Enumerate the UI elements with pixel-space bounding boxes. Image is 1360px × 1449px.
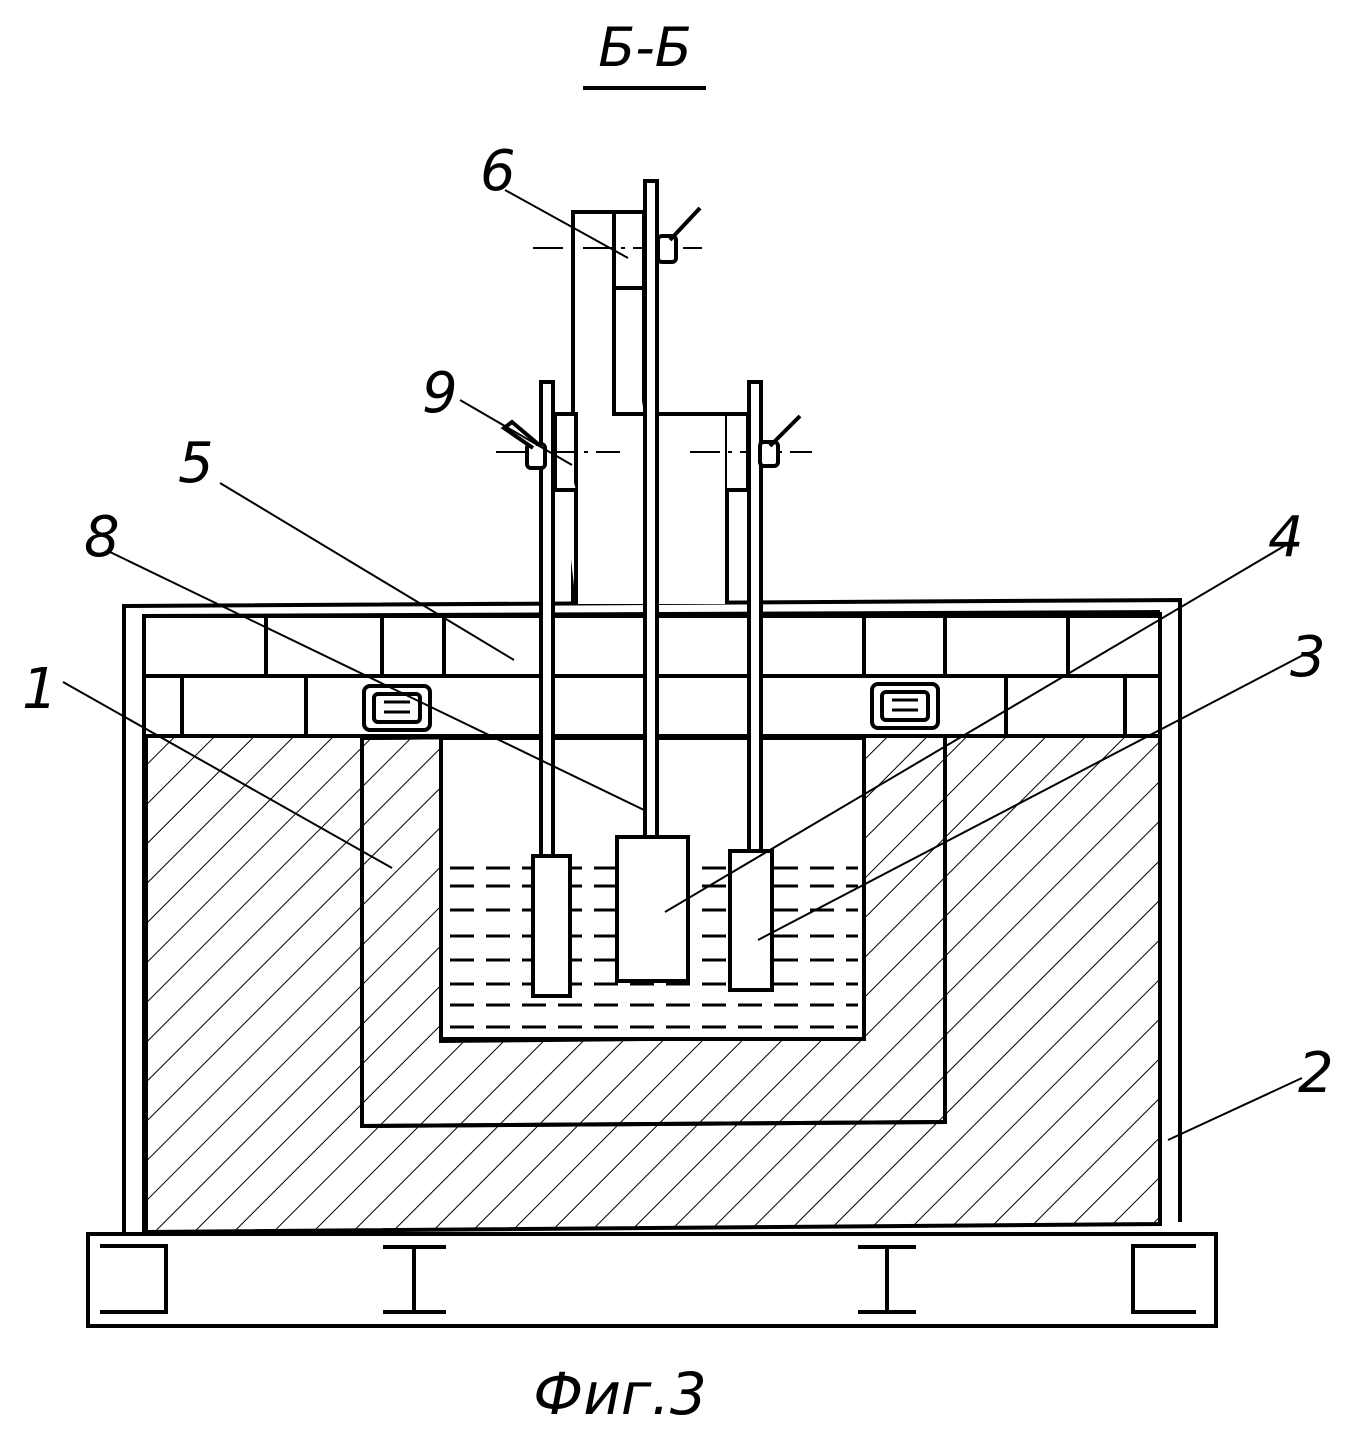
callout-6: 6 [480, 139, 516, 204]
callout-3: 3 [1290, 625, 1326, 690]
callout-1: 1 [22, 657, 58, 722]
base-frame [86, 1232, 1218, 1328]
callout-8: 8 [84, 505, 120, 570]
figure-caption: Фиг.3 [533, 1360, 706, 1428]
heater-left [362, 684, 432, 732]
heater-right [870, 682, 940, 730]
callout-9: 9 [422, 361, 458, 426]
callout-2: 2 [1298, 1041, 1334, 1106]
callout-4: 4 [1268, 505, 1304, 570]
leader-lines [62, 189, 1308, 1141]
callout-5: 5 [178, 431, 214, 496]
section-title: Б-Б [598, 16, 692, 79]
electrodes [531, 835, 774, 998]
